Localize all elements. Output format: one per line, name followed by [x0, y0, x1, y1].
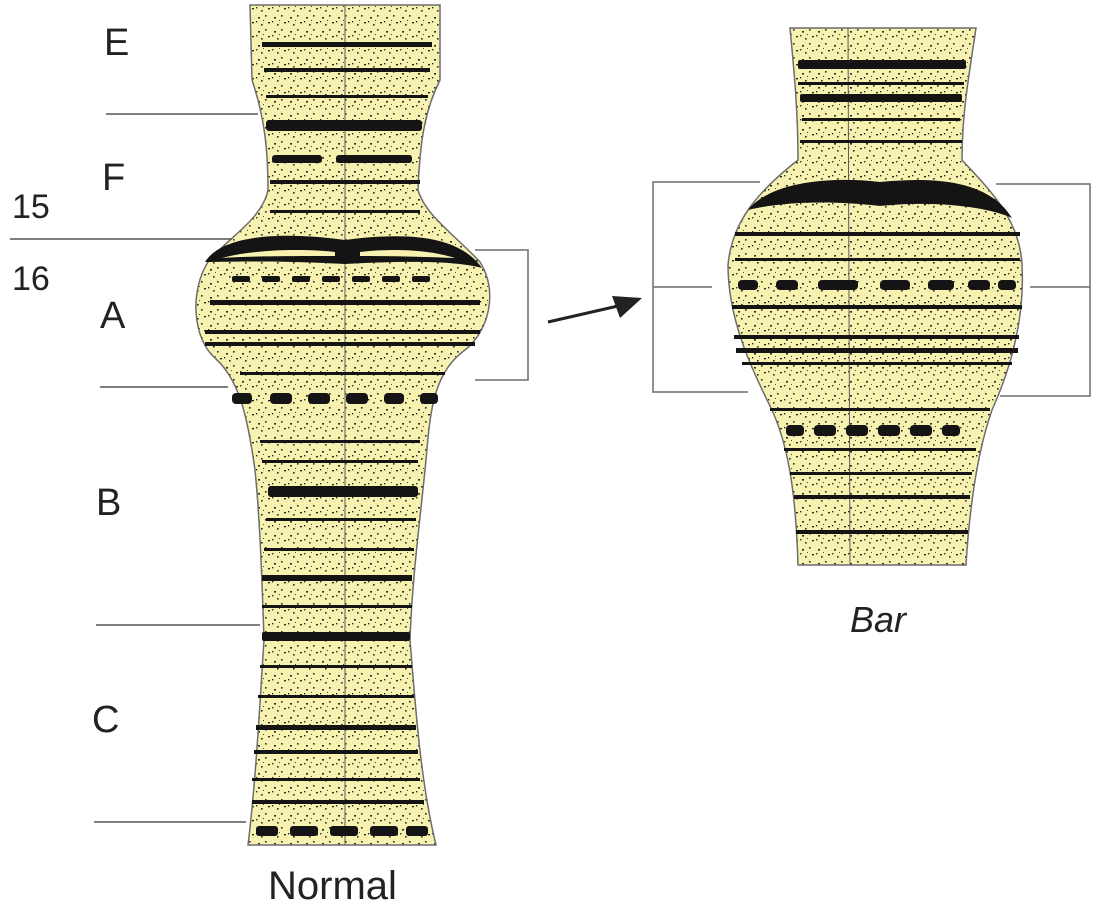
band	[802, 118, 960, 121]
arrow-to-bar	[548, 296, 642, 322]
band	[798, 82, 964, 85]
band	[735, 258, 1020, 261]
band	[256, 725, 416, 730]
region-label-a: A	[100, 295, 126, 337]
dash	[262, 276, 280, 282]
band	[770, 408, 990, 411]
dash	[412, 276, 430, 282]
dash	[738, 280, 758, 290]
bar-chromosome	[653, 28, 1090, 565]
dash	[370, 826, 398, 836]
band	[205, 342, 475, 346]
region-label-c: C	[92, 699, 119, 741]
band	[205, 330, 480, 334]
normal-caption: Normal	[268, 864, 397, 907]
normal-chromosome	[196, 5, 528, 845]
band	[800, 94, 962, 102]
band	[798, 60, 966, 69]
band	[266, 95, 428, 98]
dash	[968, 280, 990, 290]
band	[272, 155, 322, 163]
arrow-head-icon	[612, 296, 642, 318]
dash	[256, 826, 278, 836]
dash	[928, 280, 954, 290]
band	[260, 665, 412, 668]
division-label-16: 16	[12, 260, 50, 298]
dash	[308, 393, 330, 404]
dash	[910, 425, 932, 436]
dash	[776, 280, 798, 290]
band	[796, 530, 968, 534]
band	[735, 232, 1020, 236]
band	[264, 68, 430, 72]
band	[252, 778, 420, 781]
dash	[346, 393, 368, 404]
band	[262, 460, 418, 463]
band	[264, 548, 414, 551]
band	[262, 575, 412, 581]
band	[252, 800, 424, 804]
band	[732, 305, 1022, 309]
bar-caption: Bar	[850, 599, 908, 640]
band	[254, 750, 418, 754]
band	[260, 440, 420, 443]
left-labels: E F 15 16 A B C	[12, 22, 129, 741]
dash	[382, 276, 400, 282]
dash	[998, 280, 1016, 290]
dash	[292, 276, 310, 282]
dash	[330, 826, 358, 836]
bar-chromosome-body	[728, 28, 1022, 565]
band	[270, 180, 420, 184]
band	[734, 335, 1019, 339]
dash	[290, 826, 318, 836]
dash	[232, 276, 250, 282]
dash	[406, 826, 428, 836]
band	[784, 448, 976, 451]
band	[266, 120, 422, 131]
division-label-15: 15	[12, 188, 50, 226]
band	[800, 140, 962, 143]
dash	[270, 393, 292, 404]
region-label-e: E	[104, 22, 129, 64]
region-label-b: B	[96, 482, 121, 524]
arrow-shaft	[548, 306, 618, 322]
dash	[232, 393, 252, 404]
dash	[846, 425, 868, 436]
band	[268, 486, 418, 497]
band	[210, 300, 480, 305]
band	[262, 42, 432, 47]
dash	[786, 425, 804, 436]
dash	[942, 425, 960, 436]
band	[262, 632, 410, 641]
band	[270, 210, 420, 213]
band	[240, 372, 445, 375]
dash	[420, 393, 438, 404]
band	[736, 348, 1018, 353]
dash	[818, 280, 858, 290]
band	[336, 155, 412, 163]
region-label-f: F	[102, 157, 125, 199]
band	[258, 695, 414, 698]
band	[742, 362, 1012, 365]
dash	[880, 280, 910, 290]
band	[266, 518, 416, 521]
dash	[878, 425, 900, 436]
band	[790, 472, 972, 475]
band	[262, 605, 412, 608]
band	[794, 495, 970, 499]
dash	[384, 393, 404, 404]
dash	[352, 276, 370, 282]
dash	[322, 276, 340, 282]
dash	[814, 425, 836, 436]
